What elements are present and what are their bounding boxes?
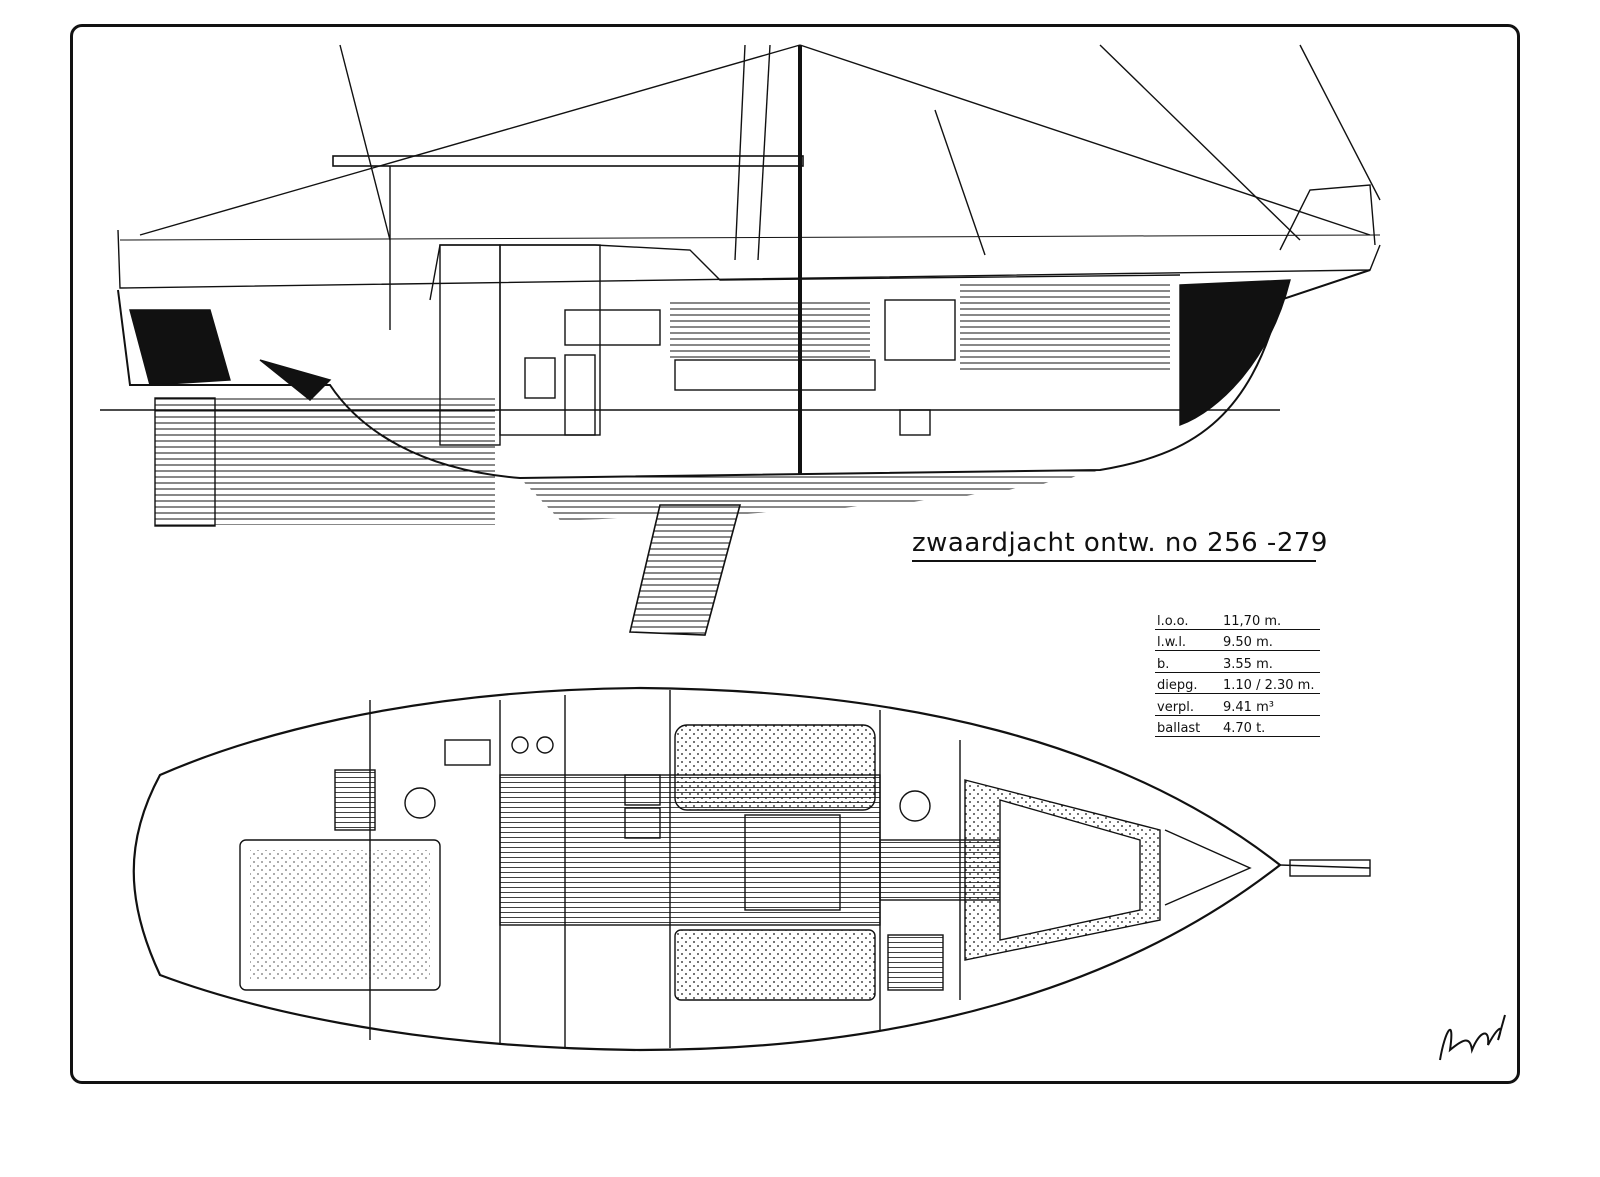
spec-row: ballast 4.70 t.	[1155, 716, 1321, 737]
spec-label: b.	[1157, 656, 1170, 672]
spec-value: 3.55 m.	[1223, 656, 1273, 672]
spec-row: b. 3.55 m.	[1155, 651, 1321, 673]
spec-label: ballast	[1157, 721, 1201, 736]
spec-value: 4.70 t.	[1223, 721, 1266, 736]
spec-label: l.o.o.	[1157, 613, 1189, 629]
spec-value: 9.50 m.	[1223, 635, 1273, 650]
spec-row: diepg. 1.10 / 2.30 m.	[1155, 673, 1321, 694]
spec-row: l.o.o. 11,70 m.	[1155, 608, 1321, 630]
drawing-frame	[70, 24, 1520, 1084]
spec-row: verpl. 9.41 m³	[1155, 694, 1321, 716]
spec-label: verpl.	[1157, 699, 1195, 715]
spec-value: 9.41 m³	[1223, 699, 1274, 715]
drawing-title-block: zwaardjacht ontw. no 256 -279	[912, 528, 1327, 562]
spec-value: 1.10 / 2.30 m.	[1223, 678, 1315, 693]
spec-table: l.o.o. 11,70 m. l.w.l. 9.50 m. b. 3.55 m…	[1155, 608, 1321, 737]
signature-mark-icon	[1439, 1014, 1506, 1061]
yacht-profile-drawing-icon	[100, 44, 1381, 636]
yacht-deck-plan-drawing-icon	[132, 686, 1371, 1052]
spec-label: diepg.	[1157, 678, 1198, 693]
spec-row: l.w.l. 9.50 m.	[1155, 630, 1321, 651]
spec-value: 11,70 m.	[1223, 613, 1282, 629]
drawing-title: zwaardjacht ontw. no 256 -279	[912, 528, 1328, 558]
spec-label: l.w.l.	[1157, 635, 1187, 650]
